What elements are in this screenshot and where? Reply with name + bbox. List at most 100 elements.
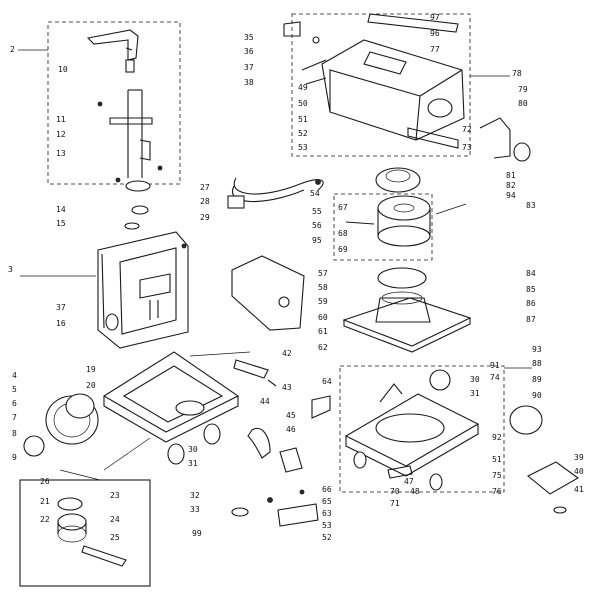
- label-19: 19: [86, 365, 96, 374]
- label-94: 94: [506, 191, 516, 200]
- label-88: 88: [532, 359, 542, 368]
- label-52b: 52: [322, 533, 332, 542]
- label-47: 47: [404, 477, 414, 486]
- label-83: 83: [526, 201, 536, 210]
- label-28: 28: [200, 197, 210, 206]
- label-99: 99: [192, 529, 202, 538]
- label-15: 15: [56, 219, 66, 228]
- small-parts: [231, 489, 319, 527]
- label-31: 31: [188, 459, 198, 468]
- label-95: 95: [312, 236, 322, 245]
- label-52: 52: [298, 129, 308, 138]
- motor-assembly: [333, 167, 433, 261]
- power-cord: [227, 177, 324, 209]
- label-68: 68: [338, 229, 348, 238]
- leader-lines: [18, 49, 532, 481]
- label-6: 6: [12, 399, 17, 408]
- label-63: 63: [322, 509, 332, 518]
- label-87: 87: [526, 315, 536, 324]
- label-46: 46: [286, 425, 296, 434]
- label-23: 23: [110, 491, 120, 500]
- label-33: 33: [190, 505, 200, 514]
- label-35: 35: [244, 33, 254, 42]
- label-36: 36: [244, 47, 254, 56]
- bearing-detail: [19, 479, 151, 587]
- label-73: 73: [462, 143, 472, 152]
- label-93: 93: [532, 345, 542, 354]
- label-14: 14: [56, 205, 66, 214]
- label-4: 4: [12, 371, 17, 380]
- rear-housing: [97, 231, 189, 349]
- label-60: 60: [318, 313, 328, 322]
- label-5: 5: [12, 385, 17, 394]
- label-38: 38: [244, 78, 254, 87]
- label-31b: 31: [470, 389, 480, 398]
- label-64: 64: [322, 377, 332, 386]
- label-21: 21: [40, 497, 50, 506]
- label-24: 24: [110, 515, 120, 524]
- label-25: 25: [110, 533, 120, 542]
- label-90: 90: [532, 391, 542, 400]
- label-67: 67: [338, 203, 348, 212]
- label-44: 44: [260, 397, 270, 406]
- label-51b: 51: [492, 455, 502, 464]
- label-62: 62: [318, 343, 328, 352]
- label-77: 77: [430, 45, 440, 54]
- label-59: 59: [318, 297, 328, 306]
- label-81: 81: [506, 171, 516, 180]
- label-82: 82: [506, 181, 516, 190]
- label-50: 50: [298, 99, 308, 108]
- base-right: [339, 365, 543, 493]
- label-66: 66: [322, 485, 332, 494]
- label-29: 29: [200, 213, 210, 222]
- part-labels: 2 10 11 12 13 14 15 16 3 37 35 36 37 38 …: [8, 13, 584, 542]
- label-2: 2: [10, 45, 15, 54]
- label-69: 69: [338, 245, 348, 254]
- label-53b: 53: [322, 521, 332, 530]
- label-42: 42: [282, 349, 292, 358]
- label-30b: 30: [470, 375, 480, 384]
- label-26: 26: [40, 477, 50, 486]
- label-97: 97: [430, 13, 440, 22]
- label-22: 22: [40, 515, 50, 524]
- label-37: 37: [244, 63, 254, 72]
- label-43: 43: [282, 383, 292, 392]
- label-80: 80: [518, 99, 528, 108]
- label-86: 86: [526, 299, 536, 308]
- label-10: 10: [58, 65, 68, 74]
- hood-assembly: [283, 13, 531, 162]
- label-12: 12: [56, 130, 66, 139]
- label-56: 56: [312, 221, 322, 230]
- label-30: 30: [188, 445, 198, 454]
- label-37a: 37: [56, 303, 66, 312]
- label-84: 84: [526, 269, 536, 278]
- label-41: 41: [574, 485, 584, 494]
- label-27: 27: [200, 183, 210, 192]
- label-39: 39: [574, 453, 584, 462]
- label-40: 40: [574, 467, 584, 476]
- label-48: 48: [410, 487, 420, 496]
- label-58: 58: [318, 283, 328, 292]
- label-75: 75: [492, 471, 502, 480]
- label-45: 45: [286, 411, 296, 420]
- label-72: 72: [462, 125, 472, 134]
- label-91: 91: [490, 361, 500, 370]
- label-85: 85: [526, 285, 536, 294]
- base-left: [102, 351, 277, 465]
- motor-mount: [342, 267, 472, 353]
- label-76: 76: [492, 487, 502, 496]
- label-74: 74: [490, 373, 500, 382]
- label-8: 8: [12, 429, 17, 438]
- label-9: 9: [12, 453, 17, 462]
- label-11: 11: [56, 115, 66, 124]
- hose-pieces: [247, 395, 331, 473]
- label-51: 51: [298, 115, 308, 124]
- label-49: 49: [298, 83, 308, 92]
- label-78: 78: [512, 69, 522, 78]
- label-32: 32: [190, 491, 200, 500]
- label-65: 65: [322, 497, 332, 506]
- wheel-left: [23, 393, 99, 457]
- label-55: 55: [312, 207, 322, 216]
